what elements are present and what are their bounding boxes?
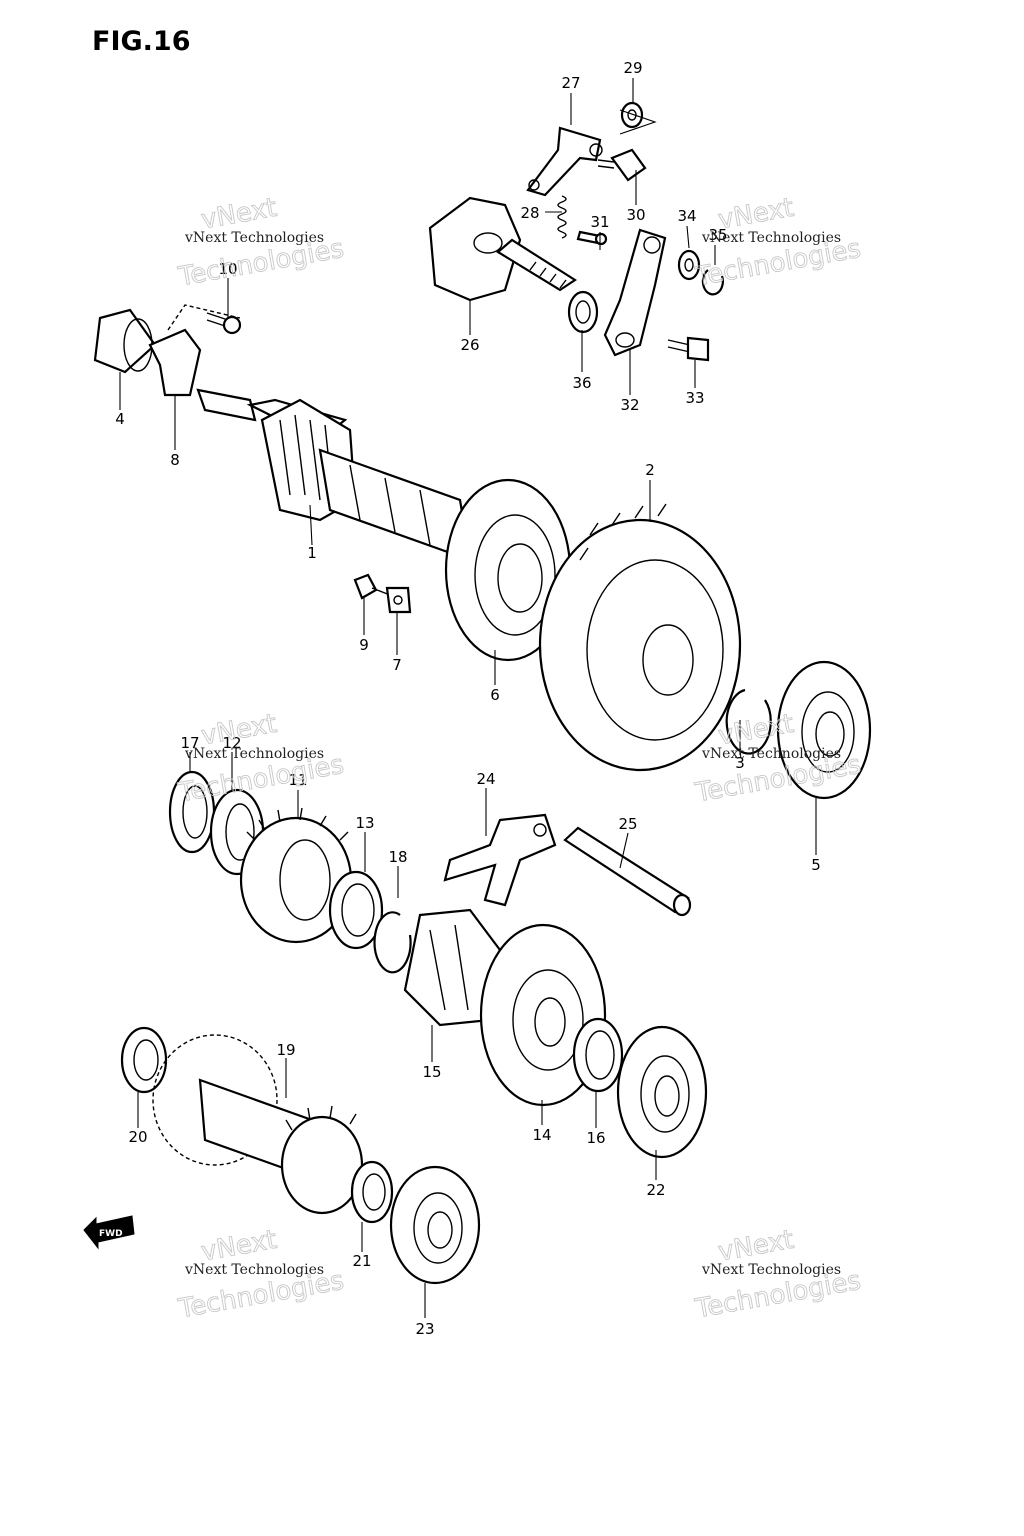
watermark-bottom-left: vNext vNext Technologies Technologies xyxy=(175,1224,347,1325)
svg-text:vNext Technologies: vNext Technologies xyxy=(184,1262,324,1278)
svg-text:vNext Technologies: vNext Technologies xyxy=(184,746,324,762)
part-7-lock-washer xyxy=(385,586,412,614)
callout-1: 1 xyxy=(307,544,317,562)
part-34-washer xyxy=(677,249,701,281)
part-10-screw xyxy=(206,312,242,335)
callout-35: 35 xyxy=(708,226,727,244)
part-16-washer xyxy=(572,1017,624,1093)
part-5-ball-bearing xyxy=(776,660,872,800)
part-9-bolt xyxy=(353,573,391,600)
part-3-circlip xyxy=(725,688,772,755)
part-23-ball-bearing xyxy=(389,1165,481,1285)
svg-text:vNext Technologies: vNext Technologies xyxy=(184,230,324,246)
callout-14: 14 xyxy=(532,1126,551,1144)
watermark-top-left: vNext vNext Technologies Technologies xyxy=(175,192,347,293)
callout-21: 21 xyxy=(352,1252,371,1270)
svg-text:vNext Technologies: vNext Technologies xyxy=(701,230,841,246)
part-8-retainer-plate xyxy=(148,304,241,397)
callout-7: 7 xyxy=(392,656,402,674)
callout-20: 20 xyxy=(128,1128,147,1146)
callout-9: 9 xyxy=(359,636,369,654)
part-32-shift-arm xyxy=(603,228,667,357)
shift-cam-assembly xyxy=(428,101,724,362)
callout-15: 15 xyxy=(422,1063,441,1081)
callout-labels: 1 2 3 4 5 6 7 8 9 10 11 12 13 14 15 16 1… xyxy=(115,59,821,1338)
part-11-gear xyxy=(239,807,353,944)
callout-12: 12 xyxy=(222,734,241,752)
part-29-washer xyxy=(619,101,657,135)
part-33-bolt xyxy=(667,336,710,362)
part-31-pin xyxy=(576,230,608,246)
callout-17: 17 xyxy=(180,734,199,752)
svg-text:vNext Technologies: vNext Technologies xyxy=(701,1262,841,1278)
part-30-bolt xyxy=(597,148,647,182)
callout-8: 8 xyxy=(170,451,180,469)
part-35-clip xyxy=(701,269,724,296)
part-18-circlip xyxy=(373,911,412,974)
part-19-driveshaft xyxy=(152,1034,364,1215)
callout-5: 5 xyxy=(811,856,821,874)
callout-29: 29 xyxy=(623,59,642,77)
svg-text:vNext Technologies: vNext Technologies xyxy=(701,746,841,762)
callout-33: 33 xyxy=(685,389,704,407)
part-13-washer xyxy=(328,870,384,950)
callout-13: 13 xyxy=(355,814,374,832)
callout-11: 11 xyxy=(288,771,307,789)
watermark-bottom-right: vNext vNext Technologies Technologies xyxy=(692,1224,864,1325)
figure-title: FIG.16 xyxy=(92,26,190,57)
part-36-oil-seal xyxy=(567,290,599,334)
callout-3: 3 xyxy=(735,754,745,772)
callout-16: 16 xyxy=(586,1129,605,1147)
part-21-washer xyxy=(350,1160,394,1224)
callout-25: 25 xyxy=(618,815,637,833)
fwd-arrow: FWD xyxy=(83,1215,135,1250)
callout-18: 18 xyxy=(388,848,407,866)
part-1-countershaft xyxy=(196,388,472,562)
part-24-shift-fork xyxy=(443,813,557,907)
callout-4: 4 xyxy=(115,410,125,428)
part-20-washer xyxy=(120,1026,168,1094)
part-2-primary-driven-gear xyxy=(538,503,742,772)
part-25-fork-shaft xyxy=(563,826,692,917)
part-4-needle-bearing xyxy=(93,308,157,374)
callout-27: 27 xyxy=(561,74,580,92)
driveshaft-assembly xyxy=(120,770,708,1285)
callout-36: 36 xyxy=(572,374,591,392)
callout-22: 22 xyxy=(646,1181,665,1199)
leader-lines xyxy=(119,78,817,1318)
watermark-mid-right: vNext vNext Technologies Technologies xyxy=(692,708,864,809)
callout-24: 24 xyxy=(476,770,495,788)
callout-31: 31 xyxy=(590,213,609,231)
callout-34: 34 xyxy=(677,207,696,225)
part-6-ball-bearing xyxy=(444,478,572,662)
callout-19: 19 xyxy=(276,1041,295,1059)
callout-23: 23 xyxy=(415,1320,434,1338)
callout-30: 30 xyxy=(626,206,645,224)
callout-32: 32 xyxy=(620,396,639,414)
watermark-mid-left: vNext vNext Technologies Technologies xyxy=(175,708,347,809)
part-22-ball-bearing xyxy=(616,1025,708,1159)
fwd-label: FWD xyxy=(99,1229,123,1239)
watermark-top-right: vNext vNext Technologies Technologies xyxy=(692,192,864,293)
countershaft-assembly xyxy=(93,304,872,800)
callout-10: 10 xyxy=(218,260,237,278)
part-26-shift-cam xyxy=(428,196,578,302)
callout-6: 6 xyxy=(490,686,500,704)
part-28-spring xyxy=(557,195,567,239)
callout-26: 26 xyxy=(460,336,479,354)
callout-28: 28 xyxy=(520,204,539,222)
part-27-cam-stopper xyxy=(526,126,603,197)
callout-2: 2 xyxy=(645,461,655,479)
